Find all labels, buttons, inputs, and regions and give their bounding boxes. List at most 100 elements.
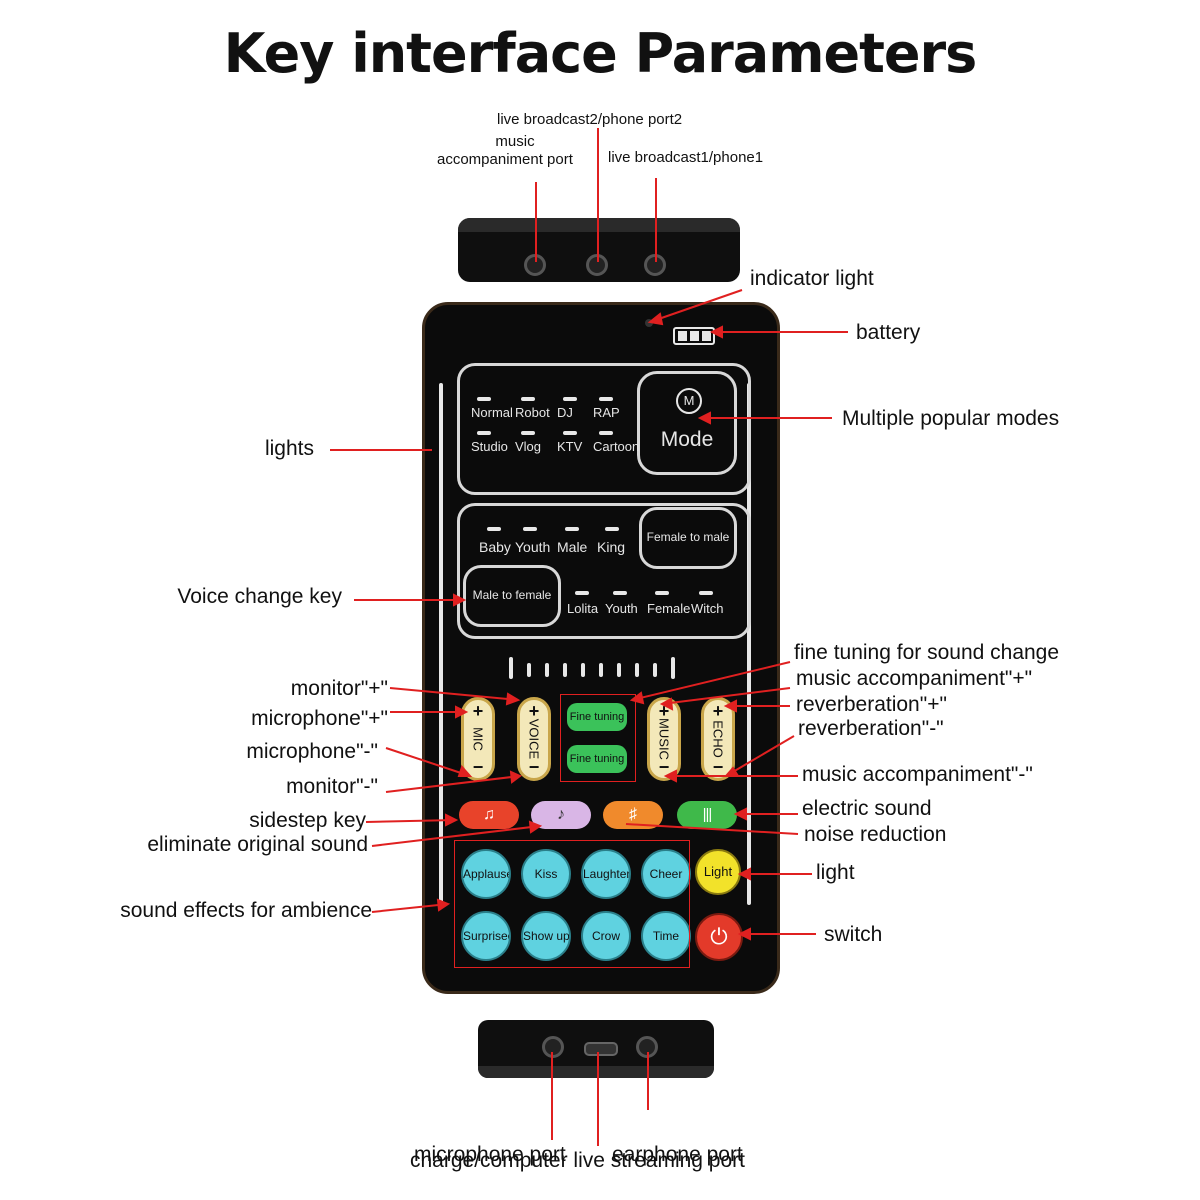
mode-indicator-light: [477, 397, 491, 401]
effect-key-surprised[interactable]: Surprised: [461, 911, 511, 961]
voice-option-youth[interactable]: Youth: [605, 601, 638, 616]
voice-option-king[interactable]: King: [597, 539, 626, 555]
effect-key-time[interactable]: Time: [641, 911, 691, 961]
mode-indicator-light: [599, 431, 613, 435]
level-meter-tick: [617, 663, 621, 677]
label-music-plus: music accompaniment"+": [796, 667, 1033, 690]
label-charge-port: charge/computer live streaming port: [410, 1149, 745, 1172]
mute-singer-icon: ♪: [557, 806, 565, 823]
label-reverb-plus: reverberation"+": [796, 693, 947, 716]
label-microphone-port: microphone port: [414, 1143, 566, 1166]
label-voice-change-key: Voice change key: [177, 585, 342, 608]
label-live-broadcast1: live broadcast1/phone1: [608, 149, 764, 166]
volume-key-mic[interactable]: +MIC−: [461, 697, 495, 781]
voice-option-baby[interactable]: Baby: [479, 539, 511, 555]
minus-icon[interactable]: −: [472, 757, 484, 777]
plus-icon[interactable]: +: [658, 701, 670, 721]
label-switch: switch: [824, 923, 883, 946]
male-to-female-label: Male to female: [472, 588, 552, 602]
fine-tuning-highlight: [560, 694, 636, 782]
voice-option-youth[interactable]: Youth: [515, 539, 551, 555]
mode-option-rap[interactable]: RAP: [593, 405, 620, 420]
label-noise-reduction: noise reduction: [804, 823, 947, 846]
label-music-port-line1: music: [495, 133, 535, 150]
level-meter-tick: [545, 663, 549, 677]
effect-key-cheer[interactable]: Cheer: [641, 849, 691, 899]
label-ambience: sound effects for ambience: [120, 899, 372, 922]
effect-key-applause[interactable]: Applause: [461, 849, 511, 899]
voice-indicator-light: [565, 527, 579, 531]
label-lights: lights: [264, 437, 314, 460]
voice-option-female[interactable]: Female: [647, 601, 691, 616]
effect-key-crow[interactable]: Crow: [581, 911, 631, 961]
fine-tuning-down-button[interactable]: Fine tuning: [567, 745, 627, 773]
male-to-female-button[interactable]: Male to female: [463, 565, 561, 627]
mode-indicator-light: [563, 431, 577, 435]
sidestep-key[interactable]: ♫: [459, 801, 519, 829]
mode-option-ktv[interactable]: KTV: [557, 439, 583, 454]
label-earphone-port: earphone port: [612, 1143, 743, 1166]
label-battery: battery: [856, 321, 921, 344]
fine-tuning-down-label: Fine tuning: [569, 753, 625, 765]
effect-key-laughter[interactable]: Laughter: [581, 849, 631, 899]
female-to-male-label: Female to male: [646, 530, 730, 544]
mode-button[interactable]: M Mode: [637, 371, 737, 475]
minus-icon[interactable]: −: [658, 757, 670, 777]
mode-indicator-light: [563, 397, 577, 401]
voice-indicator-light: [655, 591, 669, 595]
power-icon: ⏻: [710, 924, 728, 949]
voice-option-witch[interactable]: Witch: [691, 601, 724, 616]
level-meter-tick: [581, 663, 585, 677]
mode-indicator-light: [521, 431, 535, 435]
plus-icon[interactable]: +: [712, 701, 724, 721]
level-meter-tick: [635, 663, 639, 677]
switch-button[interactable]: ⏻: [695, 913, 743, 961]
mode-option-normal[interactable]: Normal: [471, 405, 513, 420]
label-sidestep-key: sidestep key: [249, 809, 366, 832]
voice-indicator-light: [575, 591, 589, 595]
electric-sound-key[interactable]: |||: [677, 801, 737, 829]
voice-indicator-light: [699, 591, 713, 595]
light-label: Light: [703, 864, 733, 879]
mode-option-dj[interactable]: DJ: [557, 405, 573, 420]
label-multiple-modes: Multiple popular modes: [842, 407, 1060, 430]
female-to-male-button[interactable]: Female to male: [639, 507, 737, 569]
right-light-strip: [747, 383, 751, 905]
effect-key-kiss[interactable]: Kiss: [521, 849, 571, 899]
voice-option-male[interactable]: Male: [557, 539, 588, 555]
page-title: Key interface Parameters: [223, 22, 978, 85]
mode-option-studio[interactable]: Studio: [471, 439, 508, 454]
fine-tuning-up-button[interactable]: Fine tuning: [567, 703, 627, 731]
fine-tuning-up-label: Fine tuning: [569, 711, 625, 723]
ambience-effects-highlight: [454, 840, 690, 968]
mode-indicator-light: [599, 397, 613, 401]
label-music-minus: music accompaniment"-": [802, 763, 1033, 786]
mode-option-robot[interactable]: Robot: [515, 405, 550, 420]
eliminate-original-sound-key[interactable]: ♪: [531, 801, 591, 829]
volume-key-music[interactable]: +MUSIC−: [647, 697, 681, 781]
voice-indicator-light: [523, 527, 537, 531]
volume-key-voice[interactable]: +VOICE−: [517, 697, 551, 781]
mode-option-cartoon[interactable]: Cartoon: [593, 439, 640, 454]
voice-change-panel: [457, 503, 751, 639]
battery-icon: [673, 327, 715, 345]
level-meter-tick: [671, 657, 675, 679]
mode-indicator-light: [521, 397, 535, 401]
plus-icon[interactable]: +: [472, 701, 484, 721]
plus-icon[interactable]: +: [528, 701, 540, 721]
effect-key-show-up[interactable]: Show up: [521, 911, 571, 961]
label-monitor-plus: monitor"+": [290, 677, 388, 700]
volume-key-echo[interactable]: +ECHO−: [701, 697, 735, 781]
level-meter-tick: [527, 663, 531, 677]
light-button[interactable]: Light: [695, 849, 741, 895]
label-mic-minus: microphone"-": [246, 740, 378, 763]
minus-icon[interactable]: −: [528, 757, 540, 777]
mode-option-vlog[interactable]: Vlog: [515, 439, 542, 454]
minus-icon[interactable]: −: [712, 757, 724, 777]
label-indicator-light: indicator light: [750, 267, 874, 290]
label-live-broadcast2: live broadcast2/phone port2: [497, 111, 683, 128]
voice-option-lolita[interactable]: Lolita: [567, 601, 599, 616]
voice-indicator-light: [487, 527, 501, 531]
